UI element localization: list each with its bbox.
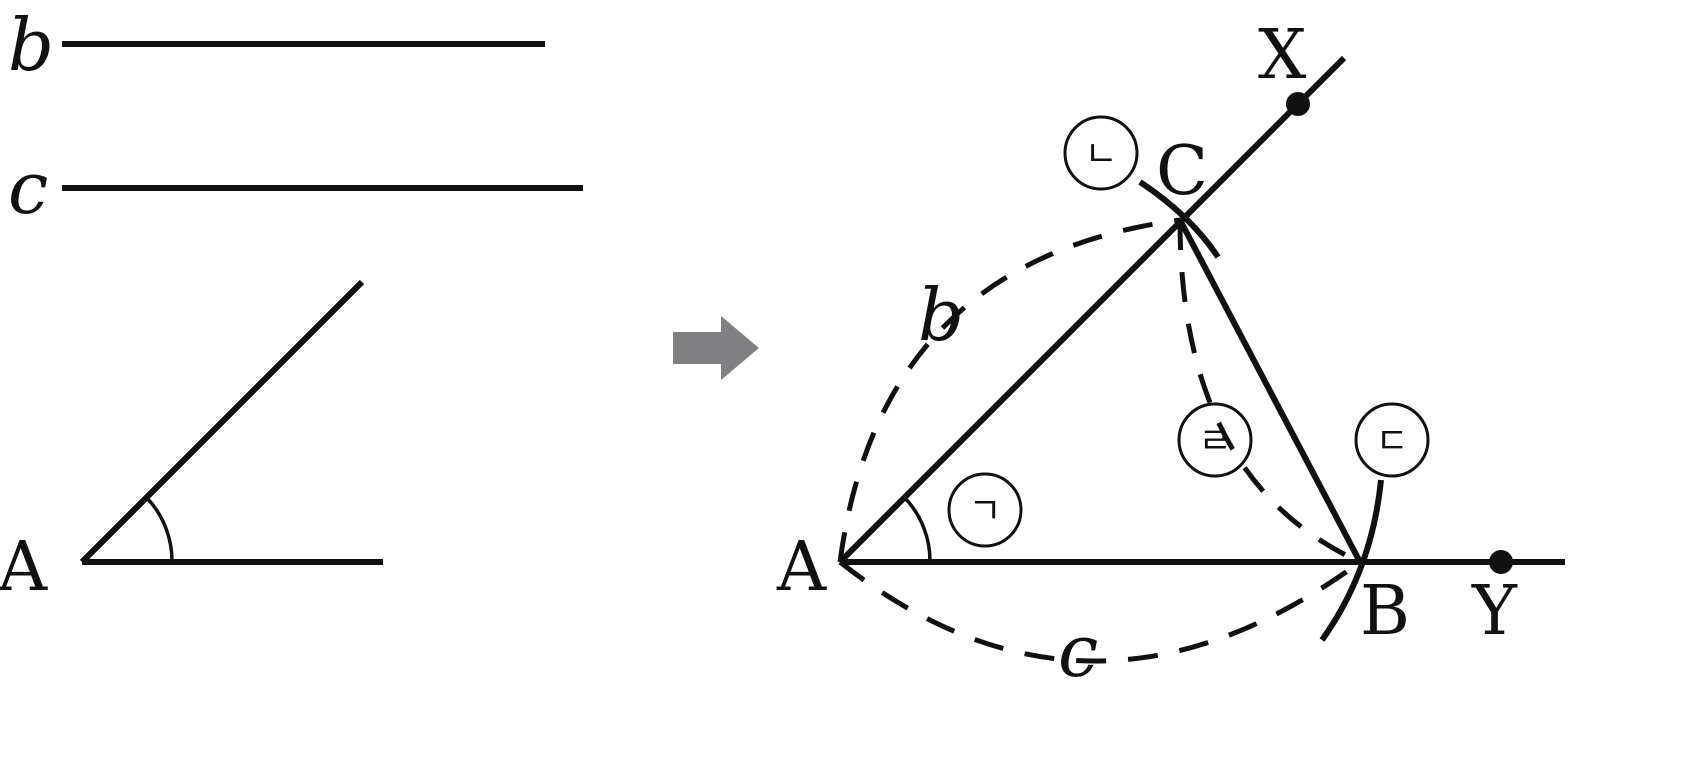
step-marker-3-text: ㄷ: [1375, 421, 1408, 462]
arc-length-b: [837, 217, 1181, 563]
arc-mark-at-b: [1319, 479, 1384, 642]
side-cb: [1177, 218, 1363, 564]
point-b-label: B: [1360, 572, 1410, 651]
step-marker-4-text: ㄹ: [1198, 421, 1231, 462]
point-y-label: Y: [1471, 572, 1518, 651]
length-c-label: c: [1058, 609, 1098, 693]
given-angle-slant-ray: [79, 279, 365, 565]
length-b-label: b: [918, 273, 964, 357]
step-marker-2-text: ㄴ: [1084, 134, 1117, 175]
step-marker-2: ㄴ: [1063, 115, 1139, 191]
point-a-label: A: [776, 528, 827, 607]
arc-side-bc: [1177, 219, 1362, 565]
construction-angle-arc: [903, 496, 932, 563]
segment-c-label: c: [8, 146, 48, 230]
point-x-label: X: [1258, 16, 1307, 95]
right-arrow-icon: [673, 316, 759, 380]
given-figures: b c A: [0, 3, 583, 607]
segment-b-label: b: [8, 3, 54, 87]
arc-length-c: [838, 559, 1362, 664]
step-marker-3: ㄷ: [1354, 402, 1430, 478]
step-marker-1-text: ㄱ: [968, 491, 1001, 532]
construction-figure: A B C X Y b c ㄱ ㄴ ㄷ ㄹ: [776, 16, 1565, 693]
step-marker-1: ㄱ: [947, 472, 1023, 548]
point-y-dot: [1489, 550, 1513, 574]
given-angle-arc: [145, 496, 174, 563]
point-x-dot: [1286, 92, 1310, 116]
point-c-label: C: [1156, 132, 1208, 211]
given-angle-vertex-label: A: [0, 528, 48, 607]
ray-ax: [837, 55, 1347, 565]
arc-mark-at-c: [1138, 179, 1221, 259]
step-marker-4: ㄹ: [1177, 402, 1253, 478]
